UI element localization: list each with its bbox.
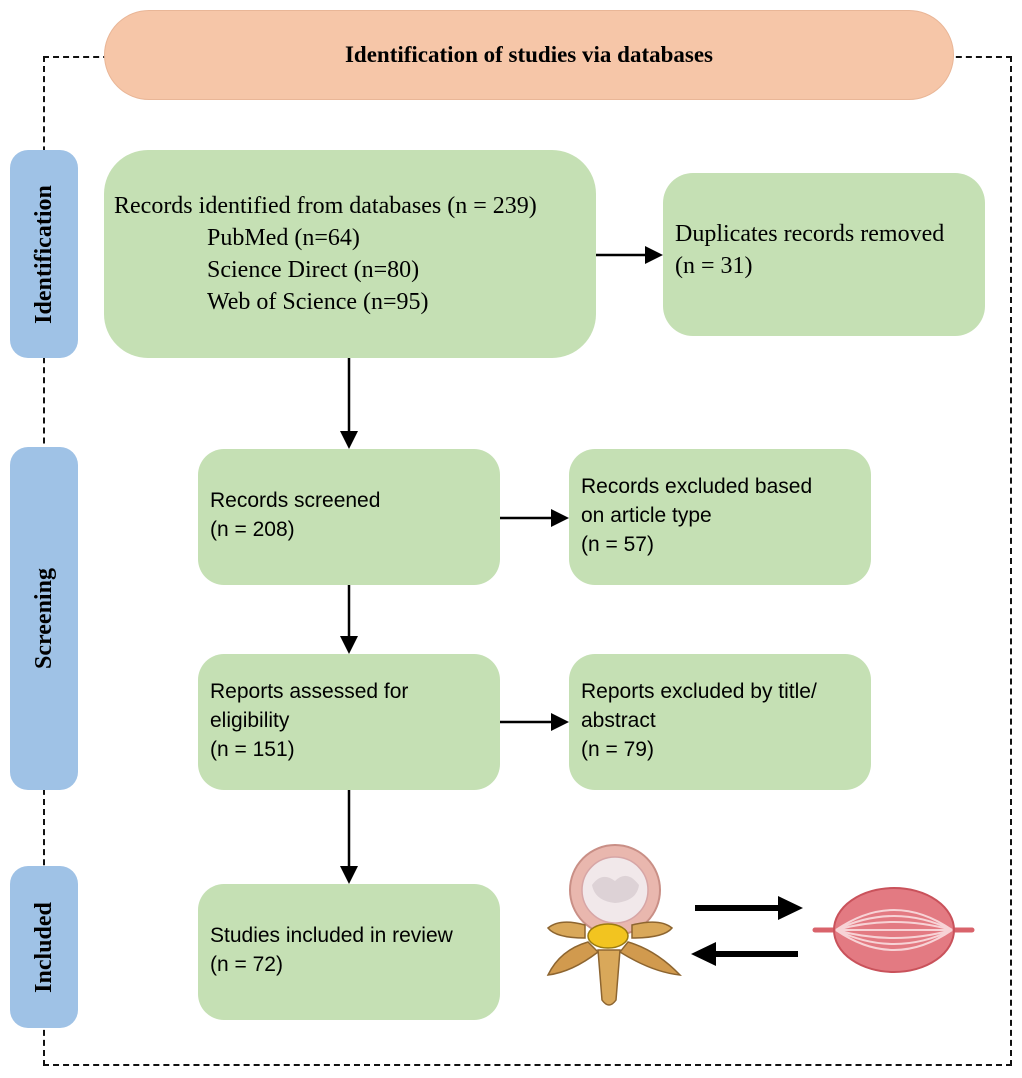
- vertebra-disc-icon: [546, 844, 682, 1006]
- excluded-title-box: Reports excluded by title/ abstract (n =…: [569, 654, 871, 790]
- left-arrow-icon: [691, 942, 798, 966]
- excluded-article-type-count: (n = 57): [581, 533, 654, 556]
- excluded-title-text-2: abstract: [581, 709, 656, 732]
- reports-assessed-count: (n = 151): [210, 738, 295, 761]
- source-web-of-science: Web of Science (n=95): [207, 289, 429, 315]
- arrow-to-excluded-title: [500, 713, 569, 731]
- records-screened-box: Records screened (n = 208): [198, 449, 500, 585]
- excluded-title-count: (n = 79): [581, 738, 654, 761]
- duplicates-removed-box: Duplicates records removed (n = 31): [663, 173, 985, 336]
- duplicates-count: (n = 31): [675, 253, 753, 279]
- reports-assessed-text-2: eligibility: [210, 709, 290, 732]
- excluded-title-text-1: Reports excluded by title/: [581, 680, 817, 703]
- source-pubmed: PubMed (n=64): [207, 225, 360, 251]
- arrow-to-reports-assessed: [340, 585, 358, 654]
- phase-screening: Screening: [10, 447, 78, 790]
- records-identified-box: Records identified from databases (n = 2…: [104, 150, 596, 358]
- arrow-to-excluded-article-type: [500, 509, 569, 527]
- excluded-article-type-text-1: Records excluded based: [581, 475, 813, 498]
- phase-identification: Identification: [10, 150, 78, 358]
- studies-included-box: Studies included in review (n = 72): [198, 884, 500, 1020]
- source-science-direct: Science Direct (n=80): [207, 257, 420, 283]
- arrow-to-records-screened: [340, 358, 358, 449]
- muscle-icon: [812, 887, 975, 973]
- reports-assessed-box: Reports assessed for eligibility (n = 15…: [198, 654, 500, 790]
- records-identified-text: Records identified from databases (n = 2…: [114, 193, 537, 219]
- duplicates-text: Duplicates records removed: [675, 221, 945, 247]
- records-screened-text: Records screened: [210, 489, 381, 512]
- records-screened-count: (n = 208): [210, 518, 295, 541]
- studies-included-count: (n = 72): [210, 953, 283, 976]
- excluded-article-type-text-2: on article type: [581, 504, 712, 527]
- reports-assessed-text-1: Reports assessed for: [210, 680, 409, 703]
- header-banner: Identification of studies via databases: [104, 10, 954, 100]
- header-title: Identification of studies via databases: [344, 42, 714, 67]
- studies-included-text: Studies included in review: [210, 924, 453, 947]
- phase-included: Included: [10, 866, 78, 1028]
- arrow-to-studies-included: [340, 790, 358, 884]
- arrow-to-duplicates: [596, 246, 663, 264]
- right-arrow-icon: [695, 896, 803, 920]
- excluded-article-type-box: Records excluded based on article type (…: [569, 449, 871, 585]
